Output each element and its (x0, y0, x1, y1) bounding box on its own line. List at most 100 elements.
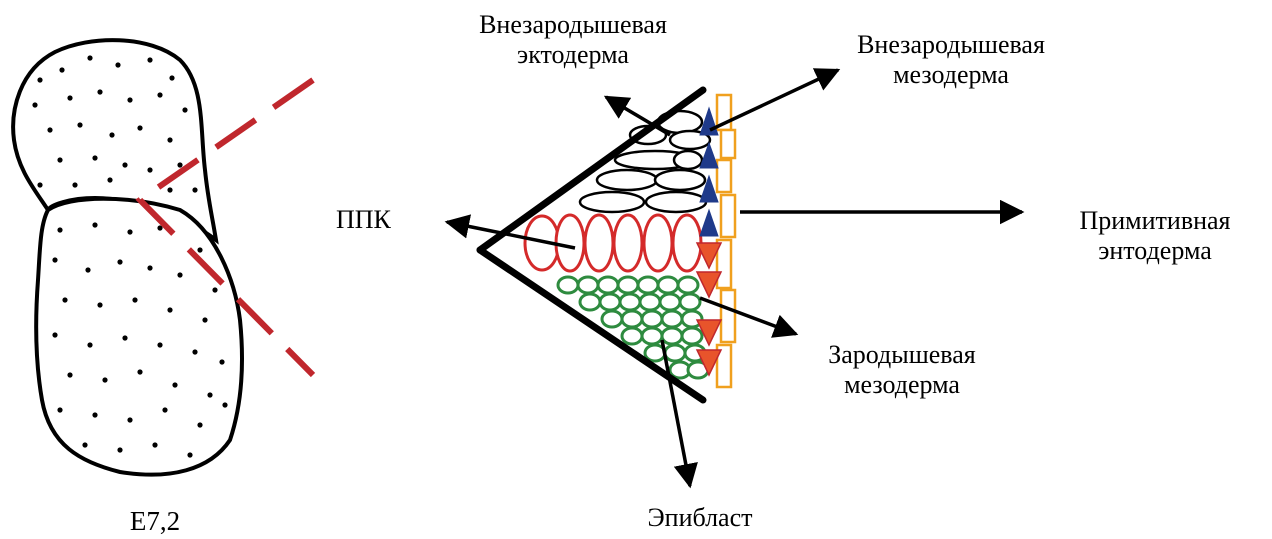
stipple-dot (132, 297, 137, 302)
stipple-dot (169, 75, 174, 80)
label-extraembryonic-mesoderm-line2: мезодерма (826, 60, 1076, 90)
stipple-dot (137, 369, 142, 374)
epiblast-cell (558, 277, 578, 293)
stipple-dot (122, 335, 127, 340)
stipple-dot (57, 227, 62, 232)
stipple-dot (167, 187, 172, 192)
stipple-dot (167, 307, 172, 312)
stipple-dot (127, 229, 132, 234)
label-ppk: ППК (336, 205, 391, 235)
stipple-dot (57, 157, 62, 162)
stage-label: E7,2 (130, 506, 180, 536)
epiblast-cell (642, 311, 662, 327)
endoderm-cell (717, 160, 731, 192)
stipple-dot (192, 187, 197, 192)
epiblast-cell (678, 277, 698, 293)
label-primitive-endoderm-line1: Примитивная (1050, 206, 1260, 236)
label-primitive-endoderm: Примитивная энтодерма (1050, 206, 1260, 266)
epiblast-cell (622, 311, 642, 327)
label-extraembryonic-mesoderm: Внезародышевая мезодерма (826, 30, 1076, 90)
epiblast-cell (680, 294, 700, 310)
epiblast-cell (580, 294, 600, 310)
stipple-dot (92, 222, 97, 227)
stipple-dot (87, 55, 92, 60)
stipple-dot (67, 95, 72, 100)
stipple-dot (92, 155, 97, 160)
stipple-dot (137, 125, 142, 130)
stipple-dot (152, 442, 157, 447)
primitive-endoderm-cells (717, 95, 735, 387)
epiblast-cell (662, 311, 682, 327)
endoderm-cell (721, 130, 735, 158)
epiblast-cells (558, 277, 708, 378)
stipple-dot (147, 167, 152, 172)
stipple-dot (87, 342, 92, 347)
stipple-dot (107, 177, 112, 182)
stipple-dot (177, 272, 182, 277)
stipple-dot (197, 422, 202, 427)
stipple-dot (187, 452, 192, 457)
stipple-dot (59, 67, 64, 72)
stipple-dot (102, 377, 107, 382)
stipple-dot (85, 267, 90, 272)
stipple-dot (67, 372, 72, 377)
stipple-dot (177, 162, 182, 167)
label-epiblast: Эпибласт (600, 503, 800, 533)
epiblast-cell (578, 277, 598, 293)
stipple-dot (37, 182, 42, 187)
embryo-lower-lobe (36, 199, 242, 475)
epiblast-cell (598, 277, 618, 293)
epiblast-cell (600, 294, 620, 310)
stipple-dot (72, 182, 77, 187)
stipple-dot (157, 92, 162, 97)
epiblast-cell (602, 311, 622, 327)
stipple-dot (115, 62, 120, 67)
stipple-dot (92, 412, 97, 417)
stipple-dot (122, 162, 127, 167)
epiblast-cell (682, 328, 702, 344)
label-extraembryonic-ectoderm: Внезародышевая эктодерма (438, 10, 708, 70)
epiblast-cell (638, 277, 658, 293)
stipple-dot (37, 77, 42, 82)
endoderm-cell (721, 195, 735, 237)
stipple-dot (117, 447, 122, 452)
stipple-dot (202, 317, 207, 322)
stipple-dot (197, 247, 202, 252)
stipple-dot (62, 297, 67, 302)
stipple-dot (127, 97, 132, 102)
stipple-dot (82, 442, 87, 447)
epiblast-cell (662, 328, 682, 344)
label-extraembryonic-ectoderm-line2: эктодерма (438, 40, 708, 70)
epiblast-cell (620, 294, 640, 310)
epiblast-cell (665, 345, 685, 361)
stipple-dot (167, 137, 172, 142)
label-embryonic-mesoderm-line2: мезодерма (782, 370, 1022, 400)
epiblast-cell (640, 294, 660, 310)
stipple-dot (77, 122, 82, 127)
stipple-dot (222, 402, 227, 407)
epiblast-cell (622, 328, 642, 344)
label-primitive-endoderm-line2: энтодерма (1050, 236, 1260, 266)
stipple-dot (32, 102, 37, 107)
stipple-dot (97, 89, 102, 94)
stipple-dot (52, 257, 57, 262)
label-extraembryonic-mesoderm-line1: Внезародышевая (826, 30, 1076, 60)
epiblast-cell (618, 277, 638, 293)
stipple-dot (162, 407, 167, 412)
stipple-dot (157, 342, 162, 347)
stipple-dot (147, 265, 152, 270)
stipple-dot (192, 349, 197, 354)
endoderm-cell (721, 290, 735, 342)
epiblast-cell (642, 328, 662, 344)
stipple-dot (212, 287, 217, 292)
label-embryonic-mesoderm-line1: Зародышевая (782, 340, 1022, 370)
stipple-dot (219, 359, 224, 364)
embryo-e7-2 (13, 40, 313, 475)
epiblast-cell (660, 294, 680, 310)
stipple-dot (127, 417, 132, 422)
stipple-dot (109, 132, 114, 137)
stipple-dot (147, 57, 152, 62)
stipple-dot (207, 392, 212, 397)
epiblast-cell (658, 277, 678, 293)
